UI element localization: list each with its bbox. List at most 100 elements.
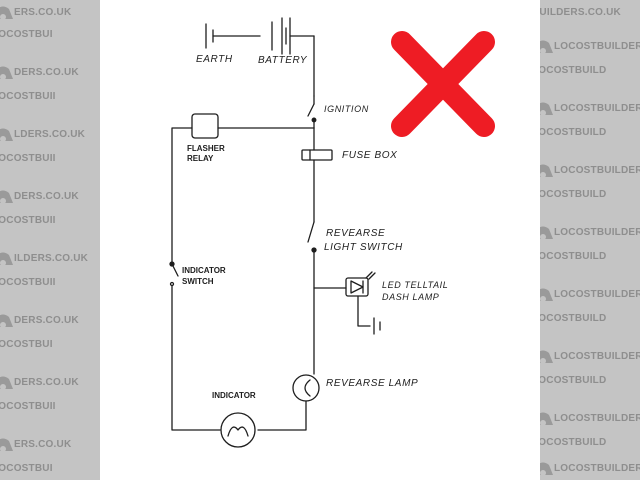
reverse-lamp-return [257, 400, 307, 431]
watermark-row: LDERS.CO.UK [0, 122, 100, 146]
watermark-text: LOCOSTBUILDERS.CO.UK [554, 412, 640, 424]
ignition-label: IGNITION [324, 104, 369, 114]
wiring-diagram [169, 17, 495, 448]
watermark-text: DERS.CO.UK [14, 314, 79, 326]
reverse-lamp-label: REVEARSE LAMP [326, 378, 419, 389]
watermark-text: LOCOSTBUI [0, 462, 53, 474]
watermark-row: LOCOSTBUI [0, 456, 100, 480]
watermark-row: DERS.CO.UK [0, 184, 100, 208]
watermark-row: LOCOSTBUILDERS.CO.UK [540, 456, 640, 480]
watermark-text: LOCOSTBUII [0, 400, 56, 412]
reverse-switch-label-line2: LIGHT SWITCH [324, 242, 403, 253]
watermark-text: BUILDERS.CO.UK [540, 6, 621, 18]
car-logo-icon [0, 128, 13, 142]
watermark-text: LOCOSTBUILDERS.CO.UK [554, 40, 640, 52]
watermark-row: LOCOSTBUILD [540, 244, 640, 268]
watermark-row: LOCOSTBUILD [540, 306, 640, 330]
flasher-relay-symbol [191, 113, 219, 139]
watermark-text: LOCOSTBUILD [540, 64, 607, 76]
watermark-row: LOCOSTBUII [0, 146, 100, 170]
car-logo-icon [540, 462, 553, 476]
watermark-row: LOCOSTBUILD [540, 430, 640, 454]
led-symbol [345, 271, 376, 297]
watermark-row: ERS.CO.UK [0, 0, 100, 24]
watermark-row: LOCOSTBUII [0, 84, 100, 108]
watermark-text: LOCOSTBUILD [540, 250, 607, 262]
led-earth-wire [357, 295, 371, 327]
car-logo-icon [0, 376, 13, 390]
watermark-row: LOCOSTBUILDERS.CO.UK [540, 344, 640, 368]
watermark-text: LOCOSTBUILDERS.CO.UK [554, 164, 640, 176]
indicator-switch-label-line2: SWITCH [182, 277, 214, 286]
watermark-text: LOCOSTBUII [0, 152, 56, 164]
earth-symbol [205, 23, 261, 49]
watermark-text: ERS.CO.UK [14, 438, 72, 450]
car-logo-icon [540, 226, 553, 240]
led-label-line1: LED TELLTAIL [382, 280, 449, 290]
watermark-text: LOCOSTBUI [0, 338, 53, 350]
battery-symbol [271, 17, 315, 55]
watermark-text: LOCOSTBUILDERS.CO.UK [554, 462, 640, 474]
watermark-text: LOCOSTBUILDERS.CO.UK [554, 102, 640, 114]
wiring-diagram-sheet: EARTH BATTERY IGNITION FUSE BOX REVEARSE… [100, 0, 540, 480]
watermark-strip-left: ERS.CO.UK LOCOSTBUI DERS.CO.UK LOCOSTBUI… [0, 0, 100, 480]
car-logo-icon [540, 412, 553, 426]
flasher-relay-label-line2: RELAY [187, 154, 214, 163]
car-logo-icon [0, 6, 13, 20]
watermark-text: LOCOSTBUII [0, 90, 56, 102]
indicator-switch [169, 261, 179, 287]
car-logo-icon [0, 190, 13, 204]
watermark-text: LOCOSTBUILDERS.CO.UK [554, 226, 640, 238]
watermark-text: LDERS.CO.UK [14, 128, 86, 140]
rejection-cross-icon [391, 31, 495, 137]
watermark-text: ERS.CO.UK [14, 6, 72, 18]
led-label-line2: DASH LAMP [382, 292, 440, 302]
car-logo-icon [540, 350, 553, 364]
watermark-row: LOCOSTBUILDERS.CO.UK [540, 96, 640, 120]
indicator-switch-label-line1: INDICATOR [182, 266, 226, 275]
watermark-row: LOCOSTBUILDERS.CO.UK [540, 34, 640, 58]
watermark-row: LOCOSTBUI [0, 22, 100, 46]
indicator-label: INDICATOR [212, 391, 256, 400]
watermark-row: ILDERS.CO.UK [0, 246, 100, 270]
car-logo-icon [540, 40, 553, 54]
watermark-row: DERS.CO.UK [0, 370, 100, 394]
flasher-relay-label-line1: FLASHER [187, 144, 225, 153]
watermark-row: LOCOSTBUILDERS.CO.UK [540, 158, 640, 182]
watermark-row: ERS.CO.UK [0, 432, 100, 456]
watermark-row: LOCOSTBUILDERS.CO.UK [540, 220, 640, 244]
watermark-text: LOCOSTBUI [0, 28, 53, 40]
watermark-text: LOCOSTBUILD [540, 312, 607, 324]
led-earth-symbol [373, 317, 381, 335]
watermark-text: LOCOSTBUILD [540, 436, 607, 448]
reverse-switch-label-line1: REVEARSE [326, 228, 386, 239]
watermark-text: LOCOSTBUILD [540, 126, 607, 138]
watermark-text: DERS.CO.UK [14, 66, 79, 78]
watermark-row: LOCOSTBUI [0, 332, 100, 356]
watermark-row: DERS.CO.UK [0, 60, 100, 84]
watermark-strip-right: BUILDERS.CO.UK LOCOSTBUILDERS.CO.UK LOCO… [540, 0, 640, 480]
car-logo-icon [0, 252, 13, 266]
fuse-box-symbol [301, 149, 333, 161]
reverse-lamp-symbol [292, 374, 320, 402]
car-logo-icon [0, 438, 13, 452]
fuse-box-label: FUSE BOX [342, 150, 398, 161]
car-logo-icon [540, 102, 553, 116]
watermark-row: LOCOSTBUILD [540, 58, 640, 82]
reverse-light-switch [307, 221, 317, 253]
watermark-row: LOCOSTBUILD [540, 120, 640, 144]
watermark-text: LOCOSTBUILDERS.CO.UK [554, 288, 640, 300]
ignition-switch [307, 95, 317, 129]
watermark-text: LOCOSTBUILDERS.CO.UK [554, 350, 640, 362]
indicator-lamp-symbol [220, 412, 256, 448]
watermark-row: BUILDERS.CO.UK [540, 0, 640, 24]
watermark-row: DERS.CO.UK [0, 308, 100, 332]
car-logo-icon [0, 66, 13, 80]
left-rail-lower [171, 285, 221, 431]
watermark-text: LOCOSTBUII [0, 276, 56, 288]
watermark-text: LOCOSTBUII [0, 214, 56, 226]
watermark-row: LOCOSTBUILD [540, 182, 640, 206]
watermark-text: LOCOSTBUILD [540, 374, 607, 386]
watermark-text: LOCOSTBUILD [540, 188, 607, 200]
watermark-text: DERS.CO.UK [14, 190, 79, 202]
